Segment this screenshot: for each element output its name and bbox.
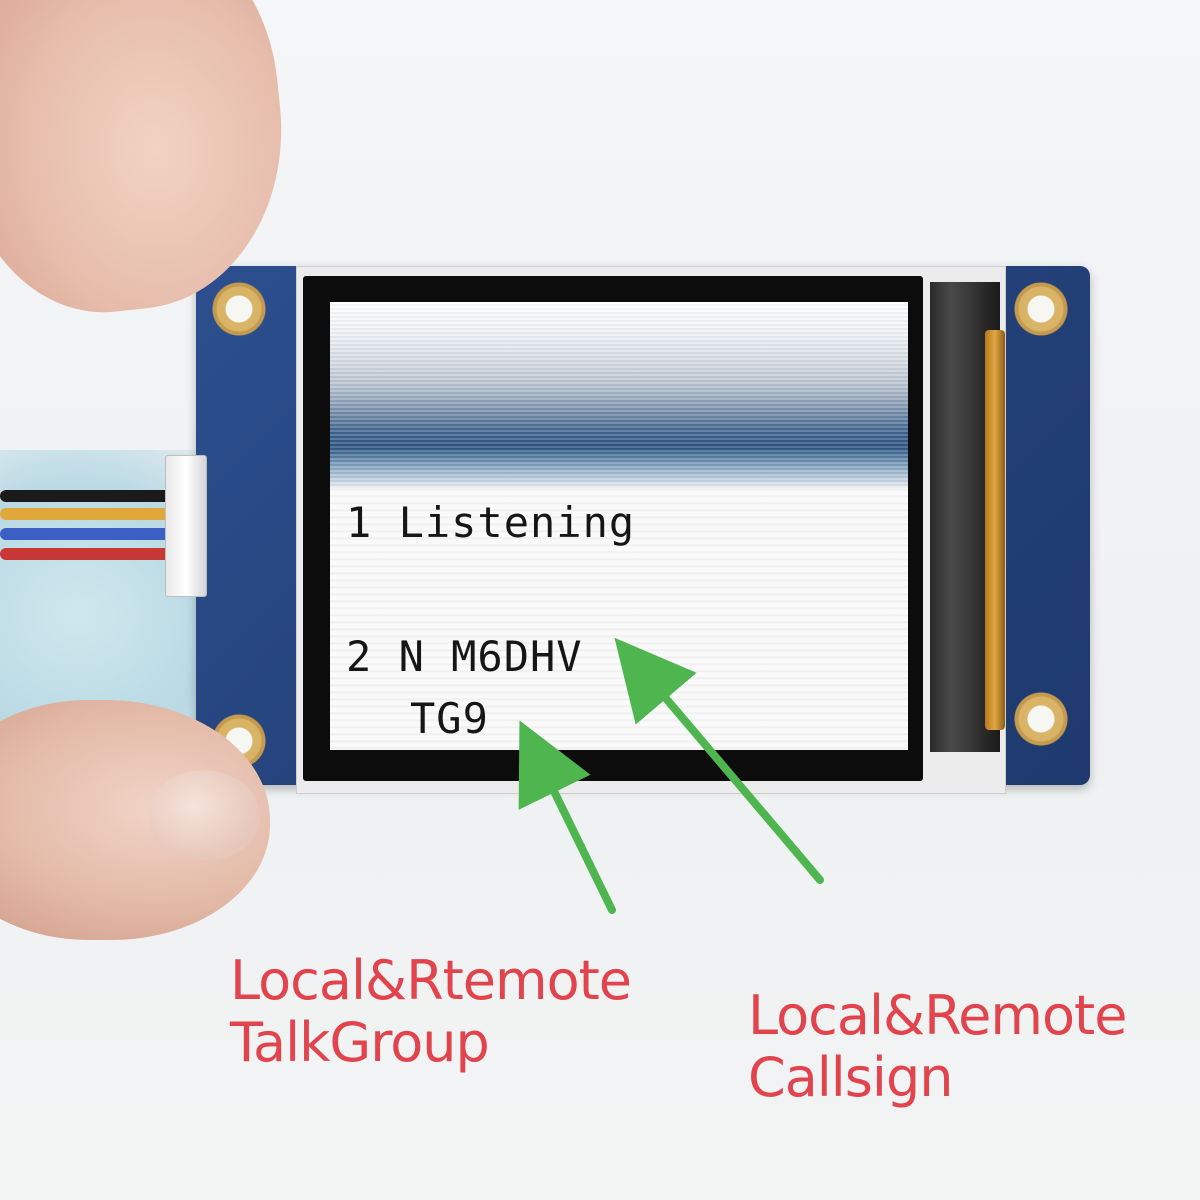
mounting-hole-bottom-right — [1010, 688, 1072, 750]
flex-cable-gold — [985, 330, 1005, 730]
wire-black — [0, 490, 180, 502]
cable-connector — [165, 455, 207, 597]
mounting-hole-top-left — [208, 278, 270, 340]
talkgroup-label-line1: Local&Rtemote — [230, 949, 632, 1012]
talkgroup-line: TG9 — [410, 694, 489, 743]
mounting-hole-top-right — [1010, 278, 1072, 340]
lcd-header-gradient — [330, 302, 908, 488]
wire-red — [0, 548, 180, 560]
finger-nail — [150, 770, 260, 860]
talkgroup-arrow — [518, 720, 616, 914]
callsign-label: Local&Remote Callsign — [748, 984, 1127, 1110]
callsign-arrow — [614, 637, 824, 884]
callsign-label-line2: Callsign — [748, 1046, 953, 1110]
talkgroup-label: Local&Rtemote TalkGroup — [230, 949, 632, 1075]
callsign-line: 2 N M6DHV — [346, 632, 583, 681]
status-line: 1 Listening — [346, 498, 636, 547]
wire-blue — [0, 528, 180, 540]
wire-yellow — [0, 508, 180, 520]
callsign-label-line1: Local&Remote — [748, 984, 1127, 1047]
lcd-screen: 1 Listening 2 N M6DHV TG9 — [330, 302, 908, 750]
talkgroup-label-line2: TalkGroup — [230, 1011, 490, 1075]
